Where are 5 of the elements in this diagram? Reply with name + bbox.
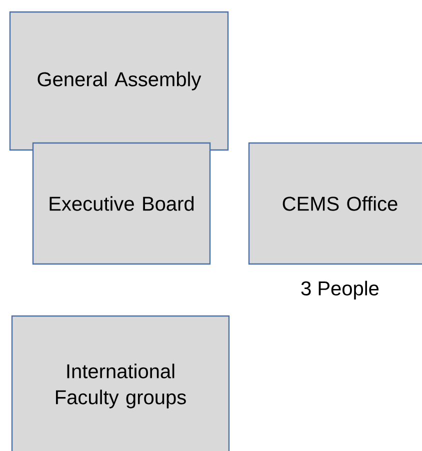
org-box: Executive Board (32, 142, 211, 265)
org-box: CEMS Office (248, 142, 422, 265)
org-box: International Faculty groups (11, 315, 230, 451)
org-box: General Assembly (9, 11, 229, 151)
box-caption: 3 People (301, 280, 379, 300)
